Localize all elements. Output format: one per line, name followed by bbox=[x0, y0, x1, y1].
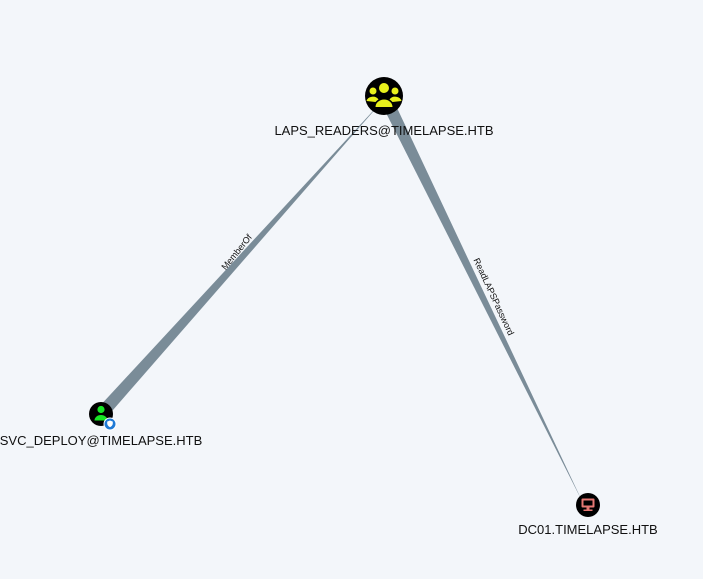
node-svc-deploy-label: SVC_DEPLOY@TIMELAPSE.HTB bbox=[0, 433, 202, 448]
edge-readlapspassword-line[interactable] bbox=[379, 93, 583, 503]
shield-badge-icon bbox=[103, 417, 117, 431]
node-svc-deploy[interactable]: SVC_DEPLOY@TIMELAPSE.HTB bbox=[0, 402, 202, 448]
edge-memberof-line[interactable] bbox=[97, 98, 385, 418]
node-laps-readers-label: LAPS_READERS@TIMELAPSE.HTB bbox=[274, 123, 493, 138]
group-icon bbox=[366, 83, 402, 107]
edge-readlapspassword[interactable]: ReadLAPSPassword bbox=[379, 93, 583, 503]
node-laps-readers[interactable]: LAPS_READERS@TIMELAPSE.HTB bbox=[274, 77, 494, 138]
node-dc01[interactable]: DC01.TIMELAPSE.HTB bbox=[518, 493, 658, 537]
edge-memberof[interactable]: MemberOf bbox=[97, 98, 385, 418]
user-icon bbox=[94, 405, 108, 421]
node-dc01-label: DC01.TIMELAPSE.HTB bbox=[518, 522, 657, 537]
computer-icon bbox=[581, 498, 595, 511]
